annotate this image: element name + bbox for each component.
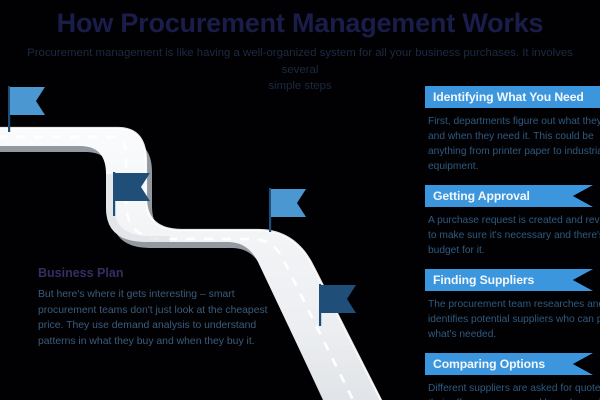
page-title: How Procurement Management Works bbox=[56, 8, 544, 38]
step-label-1: Identifying What You Need bbox=[433, 90, 584, 104]
step-body-3: The procurement team researches and iden… bbox=[428, 299, 600, 340]
page-subtitle: Procurement management is like having a … bbox=[27, 47, 573, 92]
business-plan-title: Business Plan bbox=[38, 266, 124, 280]
flag-marker-3 bbox=[269, 188, 306, 232]
road-curve-shading bbox=[106, 174, 170, 242]
flag-marker-2 bbox=[113, 172, 150, 216]
step-banner-3[interactable]: Finding Suppliers bbox=[425, 269, 593, 291]
step-body-4: Different suppliers are asked for quotes… bbox=[428, 383, 600, 400]
step-body-2: A purchase request is created and review… bbox=[428, 215, 600, 256]
step-body-1: First, departments figure out what they … bbox=[428, 116, 600, 172]
steps-column: Identifying What You Need First, departm… bbox=[425, 86, 600, 400]
road-centre-dashes bbox=[0, 135, 355, 400]
step-label-3: Finding Suppliers bbox=[433, 273, 535, 287]
step-banner-2[interactable]: Getting Approval bbox=[425, 185, 593, 207]
road-top-highlight bbox=[0, 126, 383, 400]
flag-marker-4 bbox=[319, 284, 356, 326]
flag-marker-1 bbox=[8, 86, 45, 132]
step-item-2: Getting Approval A purchase request is c… bbox=[425, 185, 600, 258]
road-surface bbox=[0, 128, 381, 400]
step-banner-4[interactable]: Comparing Options bbox=[425, 353, 593, 375]
header: How Procurement Management Works Procure… bbox=[0, 0, 600, 92]
business-plan-block: Business Plan But here's where it gets i… bbox=[38, 266, 280, 349]
step-label-2: Getting Approval bbox=[433, 189, 530, 203]
business-plan-body: But here's where it gets interesting – s… bbox=[38, 289, 268, 347]
step-item-3: Finding Suppliers The procurement team r… bbox=[425, 269, 600, 342]
step-label-4: Comparing Options bbox=[433, 357, 546, 371]
step-item-1: Identifying What You Need First, departm… bbox=[425, 86, 600, 174]
step-item-4: Comparing Options Different suppliers ar… bbox=[425, 353, 600, 400]
step-banner-1[interactable]: Identifying What You Need bbox=[425, 86, 600, 108]
